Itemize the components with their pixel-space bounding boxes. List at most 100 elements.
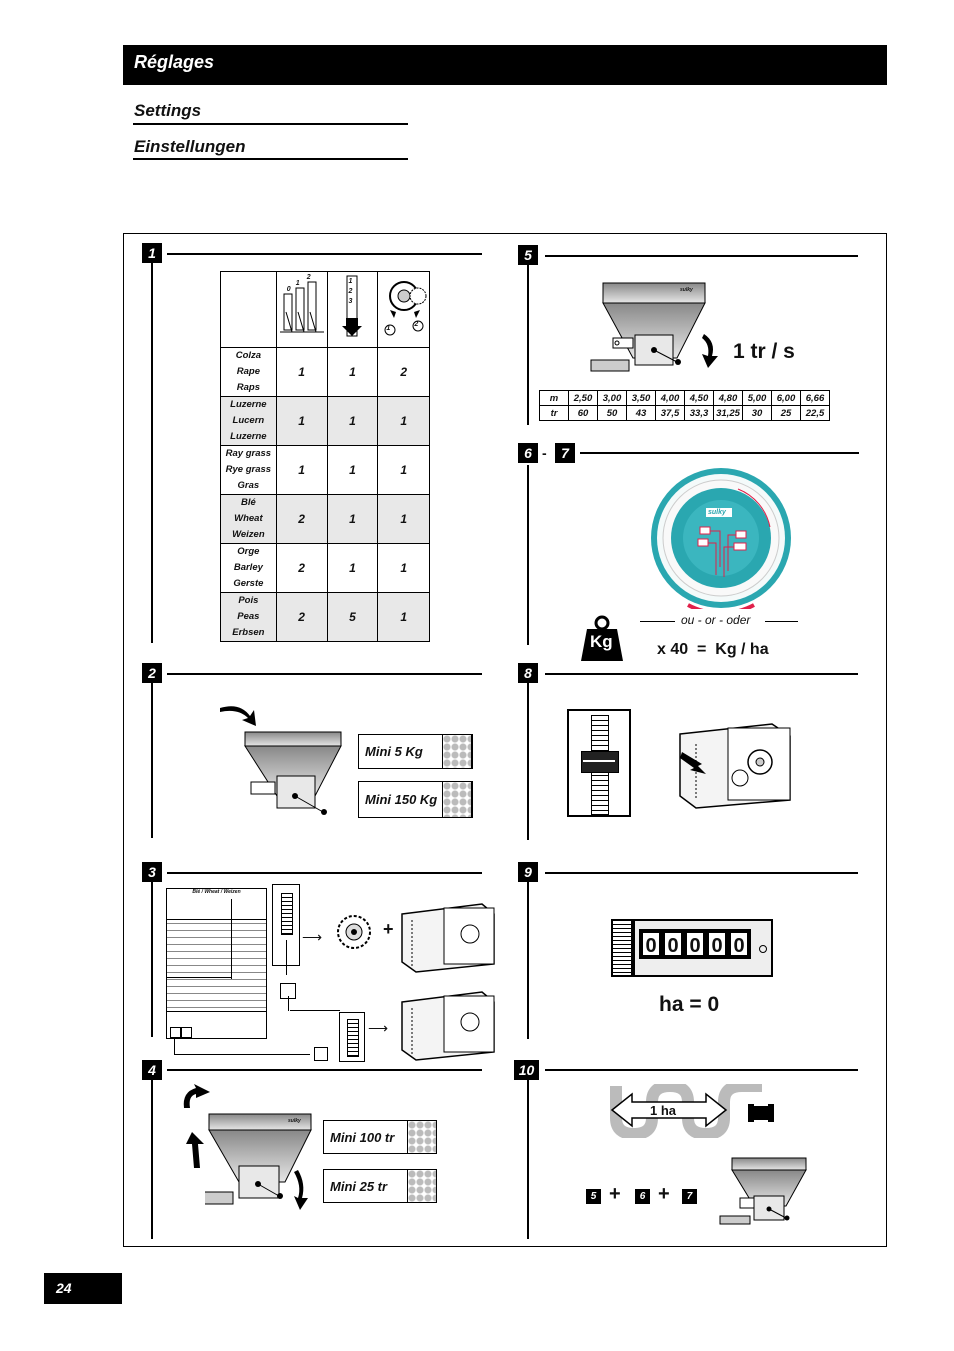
header-bar — [123, 45, 887, 85]
step-badge-1: 1 — [142, 243, 162, 263]
step-ref-5: 5 — [586, 1189, 601, 1204]
ratio-label: m — [539, 390, 569, 406]
mini-label: Mini 5 Kg — [365, 744, 423, 759]
dosage-chart: Blé / Wheat / Weizen — [166, 888, 267, 1039]
diagram-frame — [123, 233, 887, 1247]
section-rule — [527, 1079, 529, 1239]
page-title: Réglages — [134, 52, 215, 72]
subtitle-settings: Settings — [134, 101, 202, 120]
subtitle-einstellungen: Einstellungen — [134, 137, 246, 156]
table-corner — [220, 271, 277, 348]
gear-value: 1 — [275, 347, 328, 397]
gearbox-value: 1 — [377, 494, 430, 544]
mini-150kg-box: Mini 150 Kg — [358, 781, 473, 818]
section-rule — [151, 1079, 153, 1239]
hopper-illustration — [205, 1113, 312, 1205]
mini-label: Mini 100 tr — [330, 1129, 395, 1145]
hectare-counter: 0 0 0 0 0 — [633, 919, 773, 977]
scale-arrow-icon — [342, 275, 363, 337]
rotate-arrow-icon — [183, 1084, 210, 1108]
ratio-tr: 50 — [597, 405, 627, 421]
gear-label-2: 2 — [306, 274, 311, 281]
step-badge-2: 2 — [142, 663, 162, 683]
chart-guide — [167, 977, 232, 978]
scale-value: 1 — [326, 396, 379, 446]
scale-mark: 3 — [348, 298, 353, 305]
or-line — [765, 621, 798, 622]
section-rule — [151, 683, 153, 838]
hectare-reset: ha = 0 — [659, 993, 720, 1016]
gear-lever-header: 0 1 2 — [275, 271, 328, 348]
seed-texture — [407, 1120, 437, 1154]
ratio-tr: 37,5 — [655, 405, 685, 421]
ratio-tr: 25 — [771, 405, 801, 421]
page-number: 24 — [44, 1273, 122, 1304]
gear-value: 2 — [275, 592, 328, 642]
ratio-m: 6,00 — [771, 390, 801, 406]
chart-guide — [231, 899, 232, 979]
gear-value: 1 — [275, 445, 328, 495]
calculation-disc — [651, 468, 791, 609]
scale-value: 1 — [326, 445, 379, 495]
scale-mark: 2 — [348, 288, 353, 295]
step-badge-4: 4 — [142, 1060, 162, 1080]
step-badge-5: 5 — [518, 245, 538, 265]
gauge-marker — [583, 760, 615, 762]
ratio-label: tr — [539, 405, 569, 421]
scale-value: 5 — [326, 592, 379, 642]
scale-gauge-box — [567, 709, 631, 817]
section-rule — [545, 255, 858, 257]
section-rule — [151, 263, 153, 643]
selector-square — [314, 1047, 328, 1061]
fill-arrow-icon — [220, 706, 256, 726]
counter-digit: 0 — [729, 931, 749, 957]
counter-digit: 0 — [685, 931, 705, 957]
gearbox-value: 2 — [377, 347, 430, 397]
connector-line — [286, 940, 287, 975]
step-badge-3: 3 — [142, 862, 162, 882]
section-rule — [167, 253, 482, 255]
hopper-brand: sulky — [288, 1118, 301, 1124]
gear-label-0: 0 — [286, 286, 291, 293]
ratio-m: 3,50 — [626, 390, 656, 406]
gearbox-icon — [384, 281, 427, 336]
step-badge-7: 7 — [555, 443, 575, 463]
section-rule — [167, 872, 482, 874]
ratio-m: 4,80 — [713, 390, 743, 406]
gearbox-value: 1 — [377, 543, 430, 593]
ratio-m: 2,50 — [568, 390, 598, 406]
or-text: ou - or - oder — [681, 613, 751, 627]
ratio-tr: 31,25 — [713, 405, 743, 421]
seed-texture — [442, 734, 472, 769]
ratio-tr: 60 — [568, 405, 598, 421]
drive-unit-illustration — [679, 723, 791, 809]
gauge-scale — [281, 893, 293, 935]
chart-checkbox — [170, 1027, 181, 1038]
mini-5kg-box: Mini 5 Kg — [358, 734, 473, 769]
section-rule — [545, 673, 858, 675]
arrow-right-icon: ⟶ — [302, 929, 323, 945]
hopper-brand: sulky — [680, 287, 693, 293]
rotation-arrow-icon — [702, 334, 718, 368]
subtitle-underline — [133, 158, 408, 160]
circle-label-2: 2 — [414, 321, 419, 328]
field-path-illustration — [610, 1084, 774, 1138]
counter-digit: 0 — [707, 931, 727, 957]
table-row: tr 60 50 43 37,5 33,3 31,25 30 25 22,5 — [539, 405, 830, 421]
counter-knob — [611, 919, 633, 977]
connector-line — [174, 1037, 175, 1054]
gearbox-value: 1 — [377, 592, 430, 642]
section-rule — [527, 265, 529, 425]
ratio-tr: 30 — [742, 405, 772, 421]
connector-line — [174, 1054, 310, 1055]
arrow-right-icon: ⟶ — [368, 1020, 389, 1036]
section-rule — [151, 882, 153, 1037]
section-rule — [545, 1069, 858, 1071]
gauge-scale — [347, 1019, 359, 1057]
